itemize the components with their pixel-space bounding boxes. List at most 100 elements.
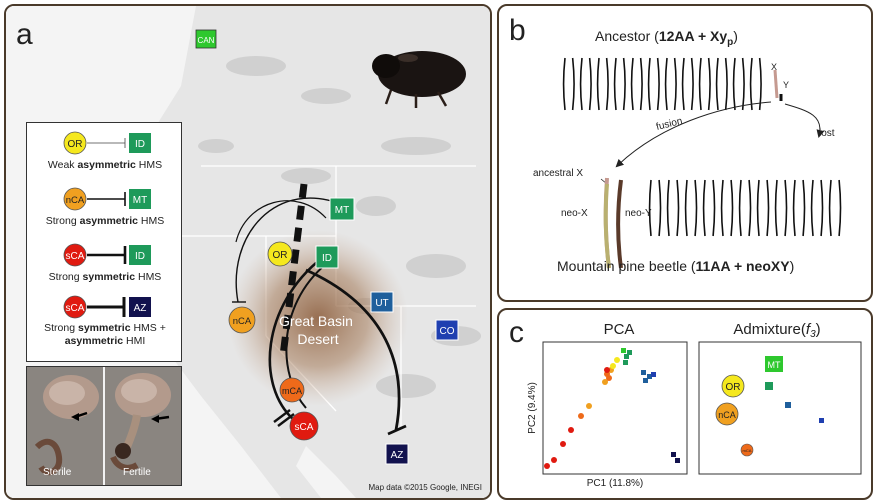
x-chrom-label: X <box>771 62 777 72</box>
chromosome <box>748 179 752 237</box>
chromosome <box>749 57 753 111</box>
chromosome <box>820 179 824 237</box>
chromosome <box>738 179 742 237</box>
chromosome <box>828 179 832 237</box>
chromosome <box>571 57 575 111</box>
chromosome <box>774 179 778 237</box>
chromosome <box>673 57 677 111</box>
admixture-points: MT OR nCA mCA <box>715 356 824 457</box>
chromosome <box>784 179 788 237</box>
population-nca: nCA <box>228 306 256 334</box>
desert-label-2: Desert <box>297 331 338 347</box>
legend-text-4: Strong symmetric HMS + <box>44 322 166 334</box>
chromosome <box>596 57 600 111</box>
svg-text:AZ: AZ <box>134 303 147 314</box>
legend-text-4b: asymmetric HMI <box>64 335 146 347</box>
svg-text:MT: MT <box>335 205 349 216</box>
svg-text:UT: UT <box>375 298 388 309</box>
desert-label: Great Basin <box>279 313 353 329</box>
ancestor-title: Ancestor (12AA + Xyp) <box>595 28 738 48</box>
legend-row-2: nCA MT <box>63 187 151 211</box>
legend-row-4: sCA AZ <box>63 295 151 319</box>
chromosome <box>579 57 583 111</box>
svg-text:nCA: nCA <box>233 316 252 327</box>
svg-text:MT: MT <box>133 195 147 206</box>
chromosome <box>684 179 688 237</box>
legend-text-2: Strong asymmetric HMS <box>45 215 165 227</box>
chromosome <box>630 57 634 111</box>
panel-c-label: c <box>509 316 524 349</box>
sterile-label: Sterile <box>43 467 72 478</box>
pca-title: PCA <box>604 321 635 338</box>
karyotype-diagram: X Y fusion lost ancestral X neo-X neo-Y <box>533 57 842 269</box>
chromosome <box>766 179 770 237</box>
chromosome <box>613 57 617 111</box>
chromosome <box>702 179 706 237</box>
panel-a-label: a <box>16 18 33 51</box>
chromosome <box>562 57 566 111</box>
spermatheca-photo: Sterile Fertile <box>26 366 182 486</box>
fertile-label: Fertile <box>123 467 151 478</box>
chromosome <box>605 57 609 111</box>
svg-text:OR: OR <box>273 250 288 261</box>
chromosome <box>658 179 662 237</box>
y-chrom-label: Y <box>783 80 789 90</box>
lost-label: lost <box>819 128 835 139</box>
chromosome <box>676 179 680 237</box>
svg-text:ID: ID <box>322 253 332 264</box>
legend-row-1: OR ID <box>63 131 151 155</box>
beetle-image <box>372 51 466 108</box>
svg-text:CAN: CAN <box>198 36 215 45</box>
admix-or-label: OR <box>726 382 741 393</box>
chromosome <box>694 179 698 237</box>
pca-x-label: PC1 (11.8%) <box>587 478 644 489</box>
chromosome <box>648 179 652 237</box>
admixture-title: Admixture(f3) <box>733 321 820 340</box>
chromosome <box>639 57 643 111</box>
panel-a: CAN MT ID UT CO AZ OR nCA <box>4 4 492 500</box>
pca-points <box>544 348 680 469</box>
population-mca: mCA <box>279 377 305 403</box>
region-mt: MT <box>329 197 355 221</box>
chromosome <box>707 57 711 111</box>
legend-row-3: sCA ID <box>63 243 151 267</box>
chromosome <box>588 57 592 111</box>
ancestral-x-label: ancestral X <box>533 168 583 179</box>
chromosome <box>681 57 685 111</box>
chromosome <box>656 57 660 111</box>
svg-text:nCA: nCA <box>66 195 85 206</box>
chromosome <box>664 57 668 111</box>
admix-mca-label: mCA <box>743 448 752 453</box>
legend: OR ID nCA MT sCA ID <box>26 122 182 362</box>
svg-text:OR: OR <box>68 139 83 150</box>
chromosome <box>838 179 842 237</box>
region-ut: UT <box>370 291 394 313</box>
region-can: CAN <box>195 29 217 49</box>
chromosome <box>724 57 728 111</box>
neo-y-label: neo-Y <box>625 208 652 219</box>
admix-mt-label: MT <box>768 360 781 370</box>
population-or: OR <box>267 241 293 267</box>
svg-text:CO: CO <box>440 326 455 337</box>
chromosome <box>756 179 760 237</box>
legend-text-3: Strong symmetric HMS <box>48 271 162 283</box>
fusion-label: fusion <box>655 116 684 133</box>
svg-text:ID: ID <box>135 139 145 150</box>
chromosome <box>741 57 745 111</box>
panel-c: c PCA PC1 (11.8%) PC2 (9.4%) <box>497 308 873 500</box>
map-credit: Map data ©2015 Google, INEGI <box>368 483 482 492</box>
svg-text:sCA: sCA <box>66 251 85 262</box>
chromosome <box>730 179 734 237</box>
svg-text:mCA: mCA <box>282 386 302 396</box>
chromosome <box>698 57 702 111</box>
chromosome <box>810 179 814 237</box>
svg-text:sCA: sCA <box>295 422 314 433</box>
panel-b-label: b <box>509 14 526 47</box>
population-sca: sCA <box>289 411 319 441</box>
region-co: CO <box>435 319 459 341</box>
chromosome <box>758 57 762 111</box>
svg-text:ID: ID <box>135 251 145 262</box>
pca-y-label: PC2 (9.4%) <box>527 382 538 434</box>
chromosome <box>666 179 670 237</box>
chromosome <box>690 57 694 111</box>
